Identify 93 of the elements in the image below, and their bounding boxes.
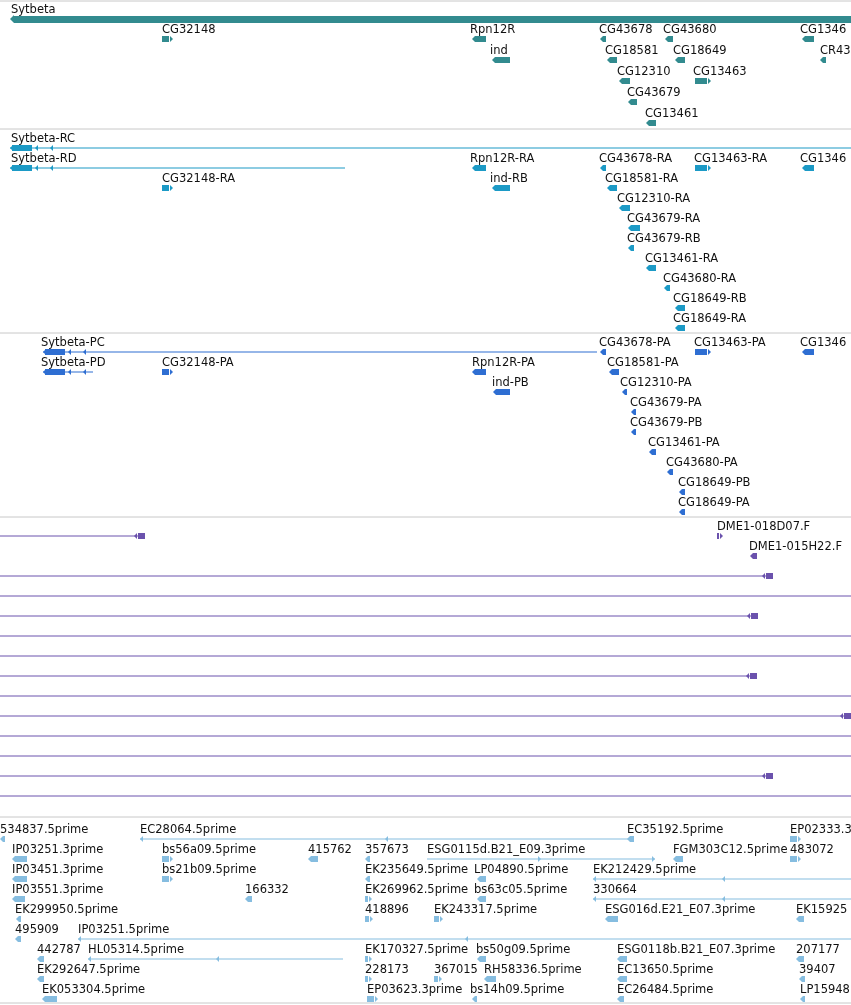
feature-label: ind-PB	[492, 375, 529, 389]
feature-label: CG18649-PB	[678, 475, 751, 489]
feature-label: EP03623.3prime	[367, 982, 463, 996]
feature-label: IP03451.3prime	[12, 862, 104, 876]
feature-label: ind	[490, 43, 508, 57]
feature-label: Rpn12R	[470, 22, 516, 36]
feature-label: CR43	[820, 43, 851, 57]
feature-label: CG12310	[617, 64, 671, 78]
feature-label: Sytbeta-PD	[41, 355, 106, 369]
feature-label: CG13461-PA	[648, 435, 720, 449]
feature-label: EK235649.5prime	[365, 862, 469, 876]
feature-label: CG1346	[800, 335, 847, 349]
feature-label: CG18649	[673, 43, 727, 57]
feature-label: EK053304.5prime	[42, 982, 146, 996]
feature-label: CG12310-RA	[617, 191, 691, 205]
feature-label: bs63c05.5prime	[474, 882, 568, 896]
feature-label: CG43680	[663, 22, 717, 36]
feature-label: EK269962.5prime	[365, 882, 469, 896]
feature-label: ESG0118b.B21_E07.3prime	[617, 942, 776, 956]
feature-label: ind-RB	[490, 171, 528, 185]
feature-label: CG43679-PB	[630, 415, 703, 429]
feature-label: CG43678-RA	[599, 151, 673, 165]
feature-label: 483072	[790, 842, 834, 856]
feature-label: EC35192.5prime	[627, 822, 724, 836]
feature-label: CG18581-PA	[607, 355, 679, 369]
feature-label: bs56a09.5prime	[162, 842, 257, 856]
feature-label: 166332	[245, 882, 289, 896]
feature-label: EC13650.5prime	[617, 962, 714, 976]
feature-label: CG43679	[627, 85, 681, 99]
feature-label: EK170327.5prime	[365, 942, 469, 956]
feature-label: CG43680-RA	[663, 271, 737, 285]
feature-label: HL05314.5prime	[88, 942, 185, 956]
feature-label: CG32148-RA	[162, 171, 236, 185]
feature-label: RH58336.5prime	[484, 962, 582, 976]
feature-label: CG13461	[645, 106, 699, 120]
feature-label: CG18649-RA	[673, 311, 747, 325]
feature-label: bs50g09.5prime	[476, 942, 571, 956]
feature-label: CG43680-PA	[666, 455, 738, 469]
feature-label: CG18649-RB	[673, 291, 747, 305]
feature-label: 367015	[434, 962, 478, 976]
feature-label: ESG016d.E21_E07.3prime	[605, 902, 756, 916]
feature-label: Rpn12R-PA	[472, 355, 535, 369]
feature-label: ESG0115d.B21_E09.3prime	[427, 842, 586, 856]
feature-label: EK15925	[796, 902, 848, 916]
feature-label: DME1-015H22.F	[749, 539, 842, 553]
feature-label: 207177	[796, 942, 840, 956]
feature-label: IP03251.5prime	[78, 922, 170, 936]
feature-label: CG1346	[800, 151, 847, 165]
feature-label: 442787	[37, 942, 81, 956]
feature-label: 534837.5prime	[0, 822, 89, 836]
feature-label: Sytbeta	[11, 2, 56, 16]
feature-label: CG43678-PA	[599, 335, 671, 349]
feature-label: EP02333.3	[790, 822, 851, 836]
feature-label: IP03551.3prime	[12, 882, 104, 896]
feature-label: CG32148-PA	[162, 355, 234, 369]
feature-label: CG18649-PA	[678, 495, 750, 509]
feature-label: 357673	[365, 842, 409, 856]
feature-label: 39407	[799, 962, 836, 976]
feature-label: CG43678	[599, 22, 653, 36]
feature-label: CG13463	[693, 64, 747, 78]
feature-label: CG1346	[800, 22, 847, 36]
feature-label: IP03251.3prime	[12, 842, 104, 856]
feature-label: 418896	[365, 902, 409, 916]
feature-label: Sytbeta-RD	[11, 151, 77, 165]
feature-label: CG12310-PA	[620, 375, 692, 389]
feature-label: Sytbeta-PC	[41, 335, 105, 349]
feature-label: bs21b09.5prime	[162, 862, 257, 876]
feature-label: CG13463-PA	[694, 335, 766, 349]
feature-label: EC28064.5prime	[140, 822, 237, 836]
feature-label: EK212429.5prime	[593, 862, 697, 876]
feature-label: CG43679-RA	[627, 211, 701, 225]
feature-label: EK292647.5prime	[37, 962, 141, 976]
feature-label: 228173	[365, 962, 409, 976]
feature-label: LP15948	[800, 982, 850, 996]
feature-label: CG18581	[605, 43, 659, 57]
feature-label: 330664	[593, 882, 637, 896]
feature-label: EK243317.5prime	[434, 902, 538, 916]
feature-label: Sytbeta-RC	[11, 131, 76, 145]
feature-label: 495909	[15, 922, 59, 936]
feature-label: CG13461-RA	[645, 251, 719, 265]
feature-label: Rpn12R-RA	[470, 151, 535, 165]
feature-label: EK299950.5prime	[15, 902, 119, 916]
feature-label: 415762	[308, 842, 352, 856]
feature-label: CG32148	[162, 22, 216, 36]
feature-label: CG18581-RA	[605, 171, 679, 185]
feature-label: DME1-018D07.F	[717, 519, 811, 533]
feature-label: FGM303C12.5prime	[673, 842, 788, 856]
feature-label: bs14h09.5prime	[470, 982, 565, 996]
feature-label: LP04890.5prime	[474, 862, 569, 876]
feature-label: EC26484.5prime	[617, 982, 714, 996]
feature-label: CG43679-RB	[627, 231, 701, 245]
feature-label: CG13463-RA	[694, 151, 768, 165]
feature-label: CG43679-PA	[630, 395, 702, 409]
